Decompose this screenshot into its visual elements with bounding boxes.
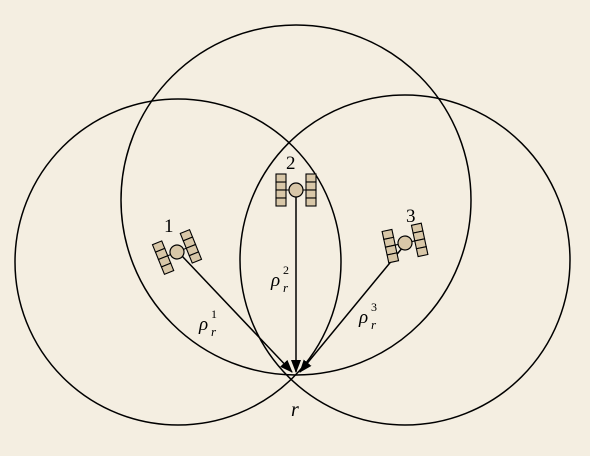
svg-text:r: r: [283, 280, 289, 295]
range-label-3: ρ 3 r: [358, 300, 377, 332]
satellite-1-label: 1: [164, 216, 174, 237]
satellite-2-label: 2: [286, 153, 296, 174]
range-label-2: ρ 2 r: [270, 263, 289, 295]
svg-text:2: 2: [283, 263, 289, 277]
svg-text:r: r: [371, 317, 377, 332]
range-vector-1: [181, 255, 293, 373]
svg-text:r: r: [211, 324, 217, 339]
receiver-label: r: [291, 399, 299, 421]
svg-text:ρ: ρ: [198, 314, 208, 335]
svg-text:3: 3: [371, 300, 377, 314]
svg-text:ρ: ρ: [358, 307, 368, 328]
svg-text:ρ: ρ: [270, 270, 280, 291]
range-circle-1: [14, 98, 342, 426]
range-vector-3: [299, 246, 404, 373]
satellite-3-icon: [381, 222, 429, 264]
satellite-1-icon: [151, 229, 203, 275]
range-label-1: ρ 1 r: [198, 307, 217, 339]
range-circle-2: [120, 24, 472, 376]
svg-text:1: 1: [211, 307, 217, 321]
satellite-3-label: 3: [406, 206, 416, 227]
range-circle-3: [239, 94, 571, 426]
